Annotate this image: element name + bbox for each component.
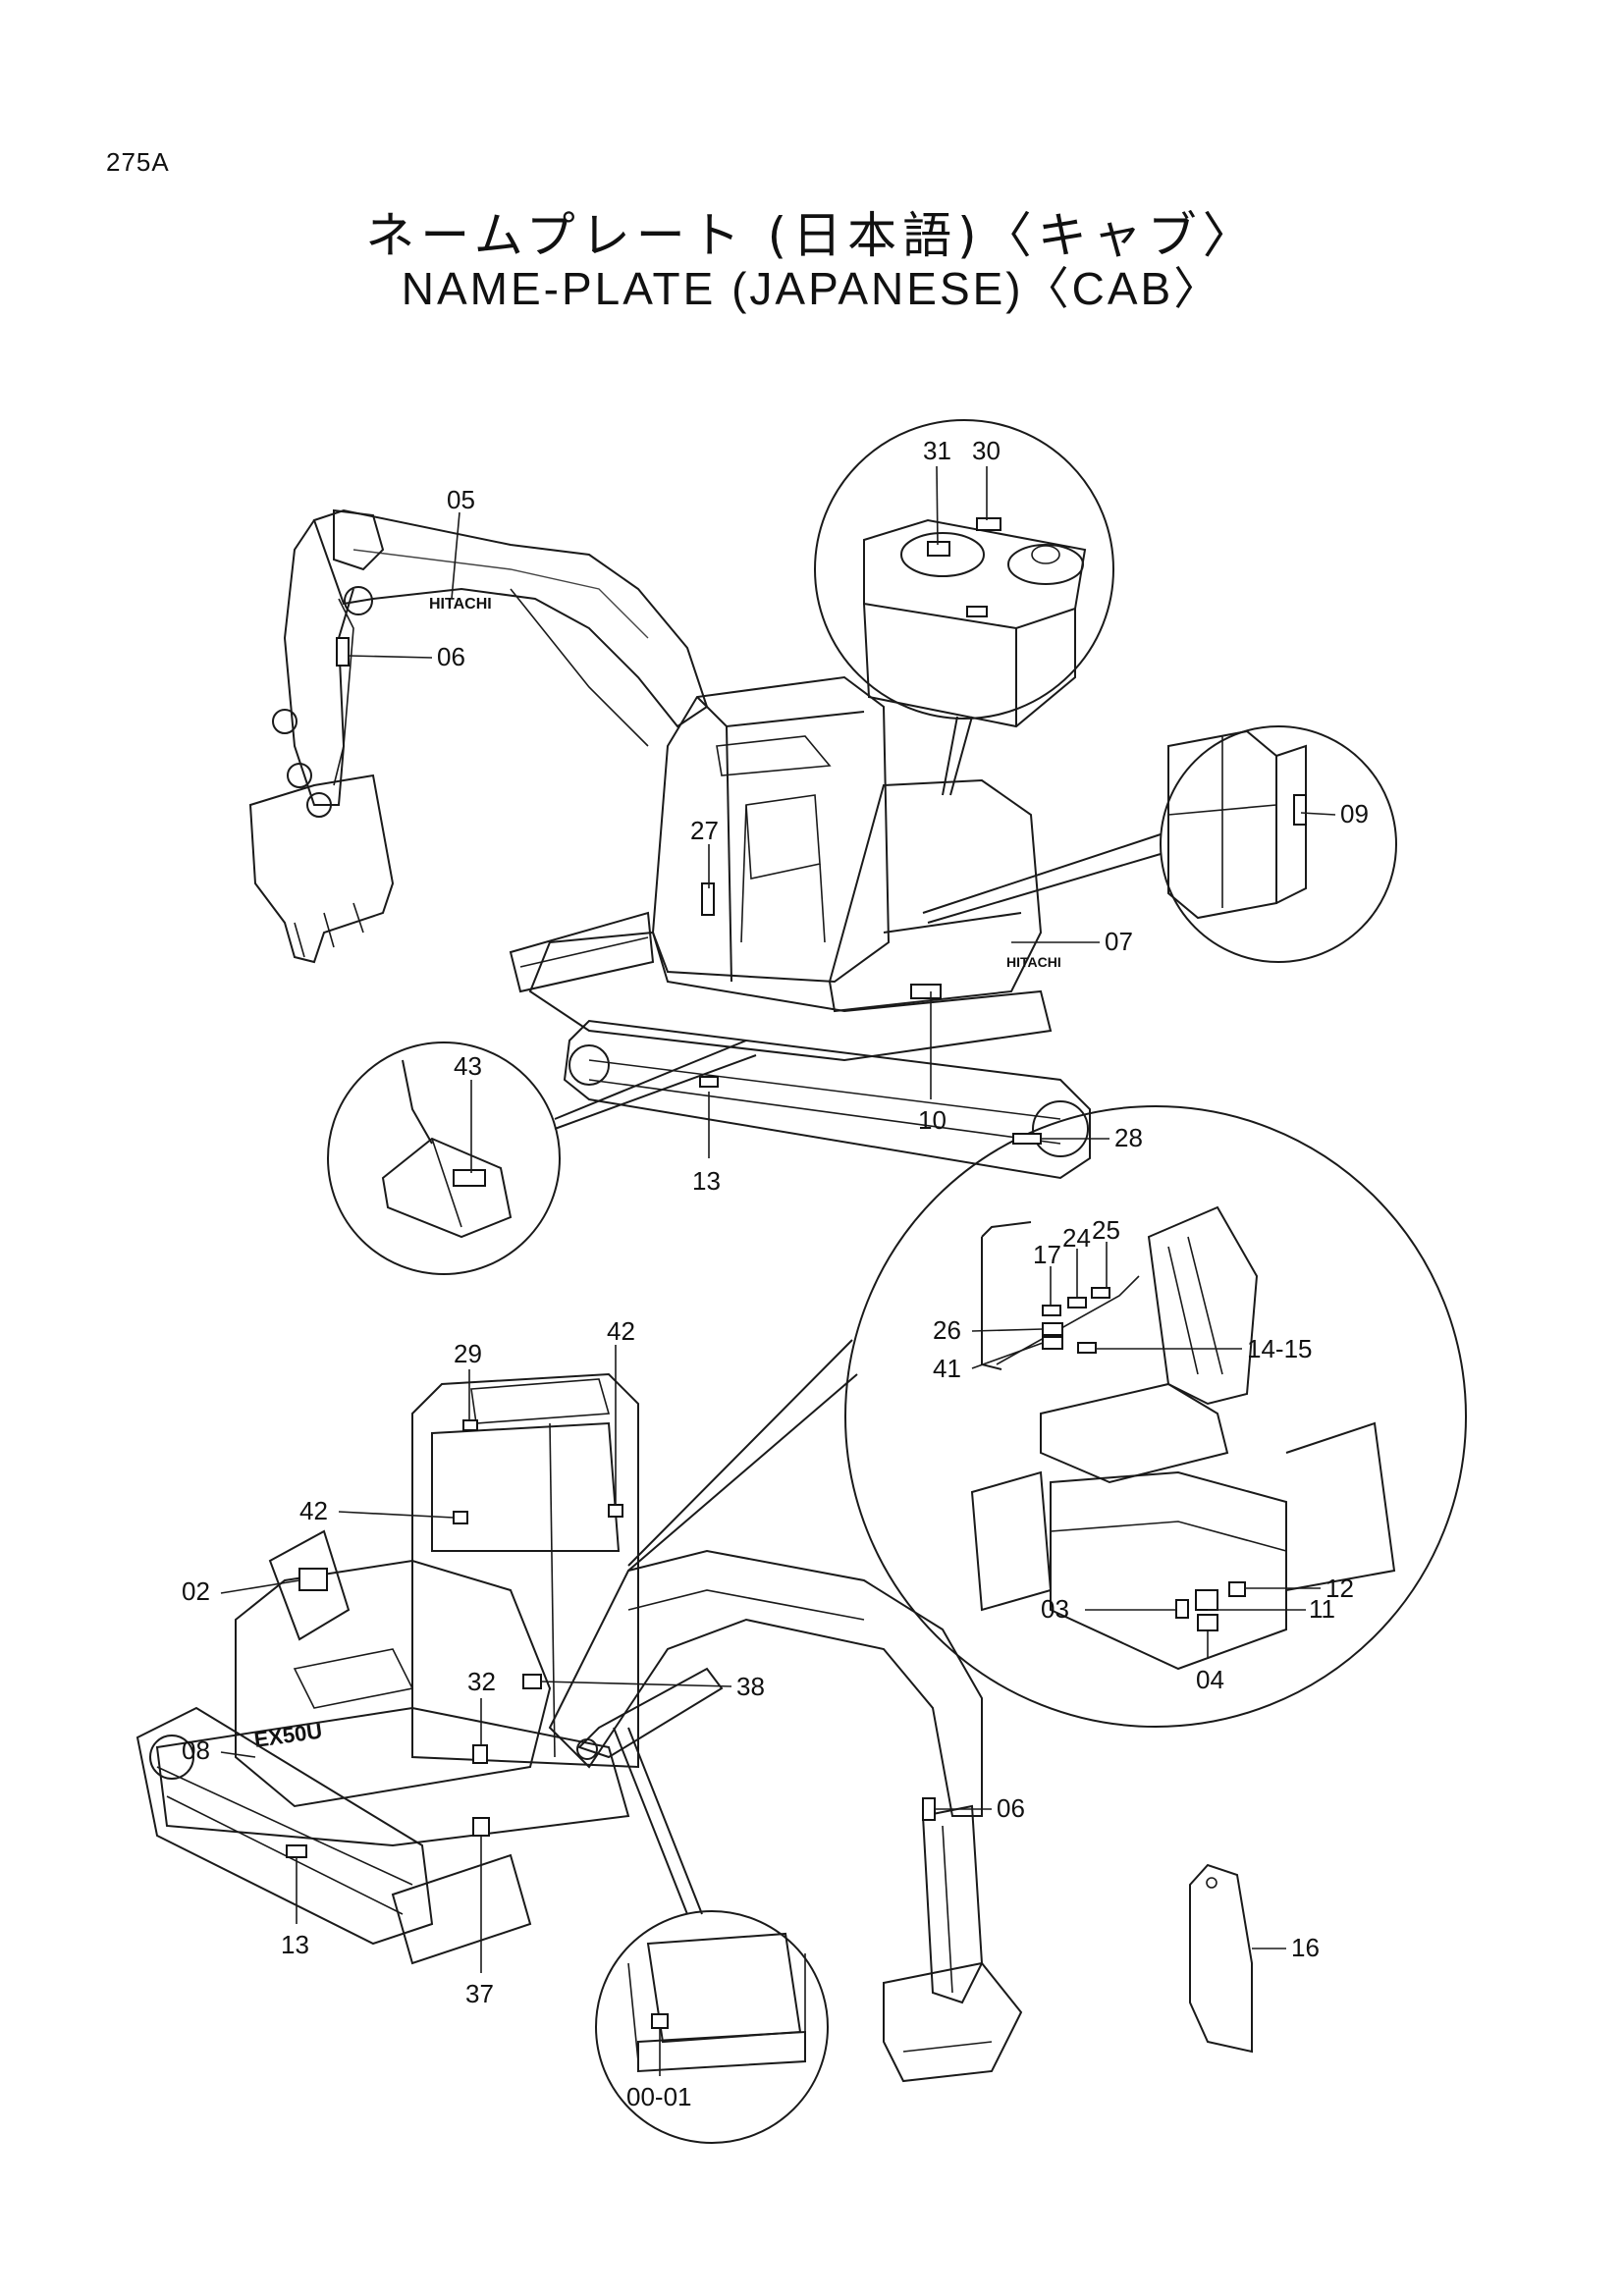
callout-04: 04 xyxy=(1196,1665,1224,1694)
top-excavator-illustration: HITACHI HITACHI xyxy=(248,508,1091,1180)
plate-03 xyxy=(1175,1599,1189,1619)
detail-circle-joystick xyxy=(327,1040,757,1275)
detail-circle-operator-seat xyxy=(627,1105,1467,1728)
callout-29: 29 xyxy=(454,1339,482,1368)
callout-27: 27 xyxy=(690,816,719,845)
plate-09 xyxy=(1293,794,1307,826)
detail-circle-control-panel xyxy=(814,419,1114,796)
plate-43 xyxy=(453,1169,486,1187)
plate-29 xyxy=(462,1419,478,1431)
callout-17: 17 xyxy=(1033,1240,1061,1269)
plate-06-top xyxy=(336,637,350,667)
plate-25 xyxy=(1091,1287,1110,1299)
plate-30 xyxy=(976,517,1001,531)
callout-03: 03 xyxy=(1041,1594,1069,1624)
callout-13-top: 13 xyxy=(692,1166,721,1196)
callout-05: 05 xyxy=(447,485,475,514)
plate-32 xyxy=(472,1744,488,1764)
plate-26 xyxy=(1042,1322,1063,1336)
plate-13-bottom xyxy=(286,1844,307,1858)
detail-circle-radiator xyxy=(922,725,1397,963)
callout-37: 37 xyxy=(465,1979,494,2008)
callout-41: 41 xyxy=(933,1354,961,1383)
plate-42-right xyxy=(608,1504,623,1518)
callout-42-right: 42 xyxy=(607,1316,635,1346)
plate-27 xyxy=(701,882,715,916)
plate-24 xyxy=(1067,1297,1087,1308)
callout-10: 10 xyxy=(918,1105,947,1135)
page-title-japanese: ネームプレート (日本語)〈キャブ〉 xyxy=(365,207,1258,264)
callout-09: 09 xyxy=(1340,799,1369,828)
leader-lines xyxy=(220,465,1336,2076)
callout-00-01: 00-01 xyxy=(626,2082,692,2111)
bottom-excavator-illustration: EX50U xyxy=(135,1372,1023,2083)
plate-17 xyxy=(1042,1305,1061,1316)
callout-labels: 31 30 05 06 27 09 07 10 43 13 28 17 24 2… xyxy=(182,436,1369,2111)
callout-02: 02 xyxy=(182,1576,210,1606)
callout-26: 26 xyxy=(933,1315,961,1345)
callout-14-15: 14-15 xyxy=(1247,1334,1313,1363)
plate-unlabeled xyxy=(966,606,988,617)
plate-00-01 xyxy=(651,2013,669,2029)
plate-14-15 xyxy=(1077,1342,1097,1354)
callout-06-top: 06 xyxy=(437,642,465,671)
callout-07: 07 xyxy=(1105,927,1133,956)
callout-42-left: 42 xyxy=(299,1496,328,1525)
callout-16: 16 xyxy=(1291,1933,1320,1962)
plate-41 xyxy=(1042,1336,1063,1350)
callout-06-bottom: 06 xyxy=(997,1793,1025,1823)
plate-31 xyxy=(927,541,950,557)
callout-32: 32 xyxy=(467,1667,496,1696)
plate-42-left xyxy=(453,1511,468,1524)
model-text: EX50U xyxy=(252,1718,324,1751)
boom-brand-text: HITACHI xyxy=(429,596,492,613)
plate-06-bottom xyxy=(922,1797,936,1821)
callout-28: 28 xyxy=(1114,1123,1143,1152)
page-code: 275A xyxy=(106,147,170,177)
page-title-english: NAME-PLATE (JAPANESE)〈CAB〉 xyxy=(401,263,1222,314)
callout-43: 43 xyxy=(454,1051,482,1081)
plate-04 xyxy=(1197,1614,1218,1631)
plate-38 xyxy=(522,1674,542,1689)
plate-12 xyxy=(1228,1581,1246,1597)
callout-12: 12 xyxy=(1325,1574,1354,1603)
callout-13-bottom: 13 xyxy=(281,1930,309,1959)
detail-circle-base xyxy=(595,1727,829,2144)
plate-11 xyxy=(1195,1589,1218,1611)
plate-02 xyxy=(298,1568,328,1591)
callout-25: 25 xyxy=(1092,1215,1120,1245)
callout-30: 30 xyxy=(972,436,1001,465)
cover-brand-text: HITACHI xyxy=(1006,954,1061,970)
callout-24: 24 xyxy=(1062,1223,1091,1253)
callout-38: 38 xyxy=(736,1672,765,1701)
plate-28 xyxy=(1012,1133,1042,1145)
callout-08: 08 xyxy=(182,1735,210,1765)
plate-13-top xyxy=(699,1076,719,1088)
callout-31: 31 xyxy=(923,436,951,465)
plate-10 xyxy=(910,984,942,999)
callout-11: 11 xyxy=(1309,1594,1335,1624)
plate-37 xyxy=(472,1817,490,1837)
part-16-tag xyxy=(1189,1863,1253,2054)
